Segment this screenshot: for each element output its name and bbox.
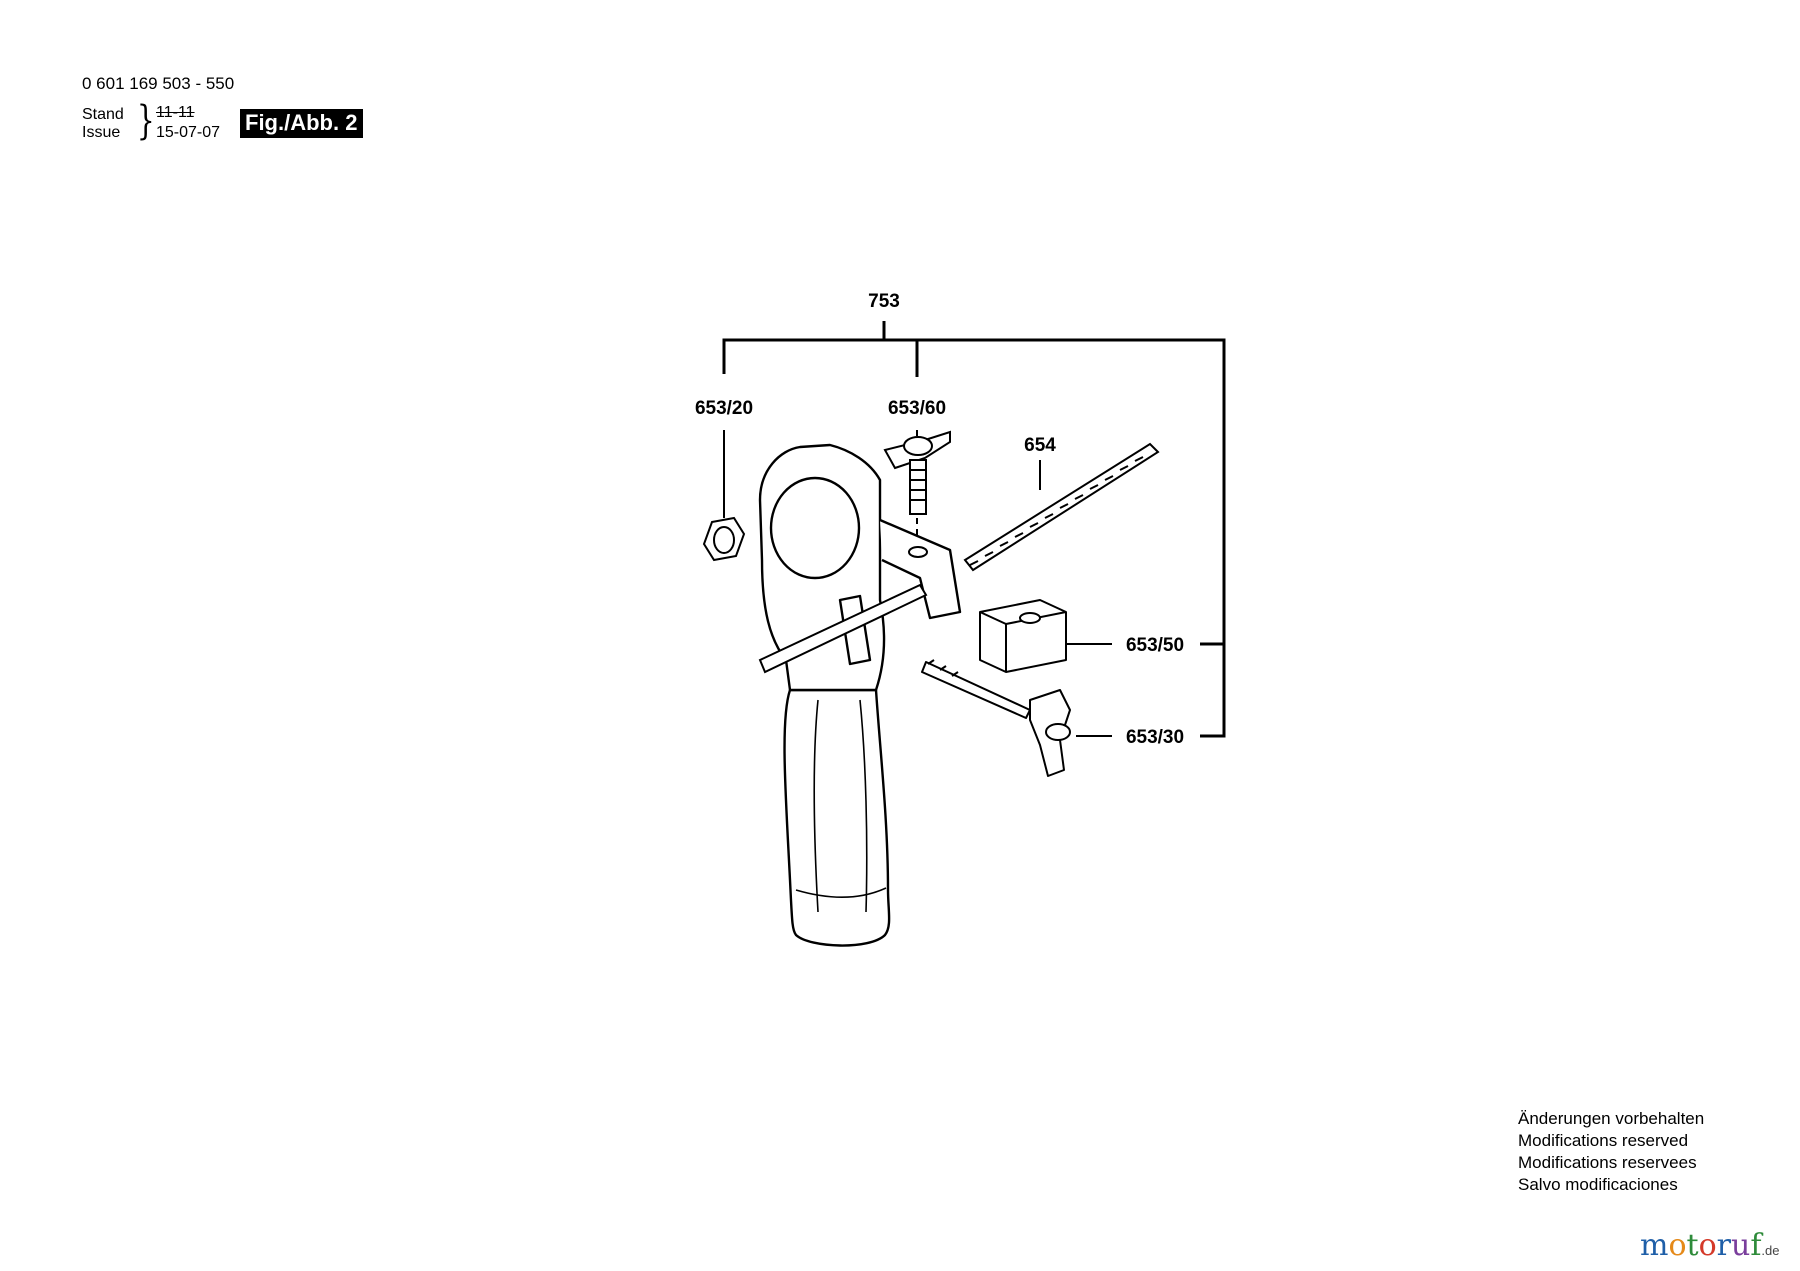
issue-label: Issue <box>82 124 121 141</box>
callout-753: 753 <box>868 291 900 312</box>
modification-notes: Änderungen vorbehalten Modifications res… <box>1518 1108 1704 1196</box>
old-date: 11-11 <box>156 104 195 121</box>
note-en: Modifications reserved <box>1518 1131 1689 1150</box>
issue-date: 15-07-07 <box>156 124 221 141</box>
callout-lines <box>722 321 1226 738</box>
brace-glyph: } <box>136 98 155 144</box>
note-fr: Modifications reservees <box>1518 1153 1697 1172</box>
logo-o2: o <box>1698 1228 1717 1263</box>
callout-654: 654 <box>1024 435 1056 456</box>
figure-label: Fig./Abb. 2 <box>240 109 364 138</box>
clamp-bolt-653-30 <box>921 659 1071 777</box>
callout-653-60: 653/60 <box>888 398 946 419</box>
stand-issue-labels: Stand Issue <box>82 106 124 142</box>
leader-lines <box>723 430 1041 560</box>
callout-653-20: 653/20 <box>695 398 753 419</box>
motoruf-watermark: motoruf.de <box>1640 1228 1780 1263</box>
note-de: Änderungen vorbehalten <box>1518 1109 1705 1128</box>
side-handle <box>758 443 962 947</box>
logo-r: r <box>1716 1228 1731 1263</box>
callout-653-30: 653/30 <box>1126 727 1184 748</box>
logo-tld: .de <box>1761 1243 1780 1258</box>
depth-rod-654 <box>758 442 1160 674</box>
logo-o1: o <box>1668 1228 1687 1263</box>
block-653-50 <box>979 599 1067 673</box>
nut-653-20 <box>702 516 746 562</box>
stand-label: Stand <box>82 106 124 123</box>
wing-screw-653-60 <box>883 430 951 558</box>
note-es: Salvo modificaciones <box>1518 1175 1678 1194</box>
logo-f: f <box>1750 1228 1762 1263</box>
logo-t: t <box>1686 1228 1699 1263</box>
part-number: 0 601 169 503 - 550 <box>82 74 235 93</box>
handle-grip-lines <box>795 699 887 913</box>
logo-u: u <box>1730 1228 1751 1263</box>
logo-m: m <box>1640 1228 1669 1263</box>
callout-653-50: 653/50 <box>1126 635 1184 656</box>
